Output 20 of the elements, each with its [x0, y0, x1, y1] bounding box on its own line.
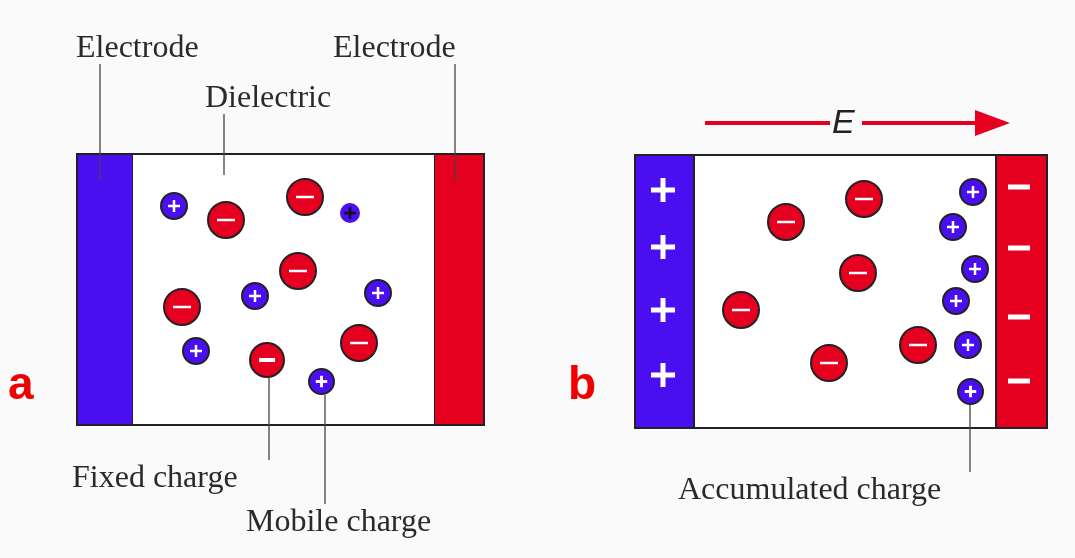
- leader-line: [454, 63, 456, 182]
- electrode-bar: [76, 153, 134, 426]
- leader-line: [99, 63, 101, 182]
- panel-label: a: [8, 360, 34, 406]
- label-text: Accumulated charge: [678, 472, 1004, 508]
- label-text: Electrode: [333, 30, 485, 64]
- label-text: Fixed charge: [72, 460, 282, 496]
- leader-line: [969, 404, 971, 473]
- dielectric-region: [133, 153, 434, 426]
- leader-line: [223, 113, 225, 176]
- panel-label: b: [568, 360, 597, 406]
- charge-circle: [249, 342, 285, 378]
- leader-line: [268, 377, 270, 461]
- charge-circle: [308, 368, 335, 395]
- electrode-bar: [433, 153, 485, 426]
- label-text: Mobile charge: [246, 504, 478, 540]
- label-text: Electrode: [76, 30, 226, 64]
- label-text: Dielectric: [205, 80, 357, 114]
- field-label: E: [832, 104, 855, 138]
- leader-line: [324, 394, 326, 505]
